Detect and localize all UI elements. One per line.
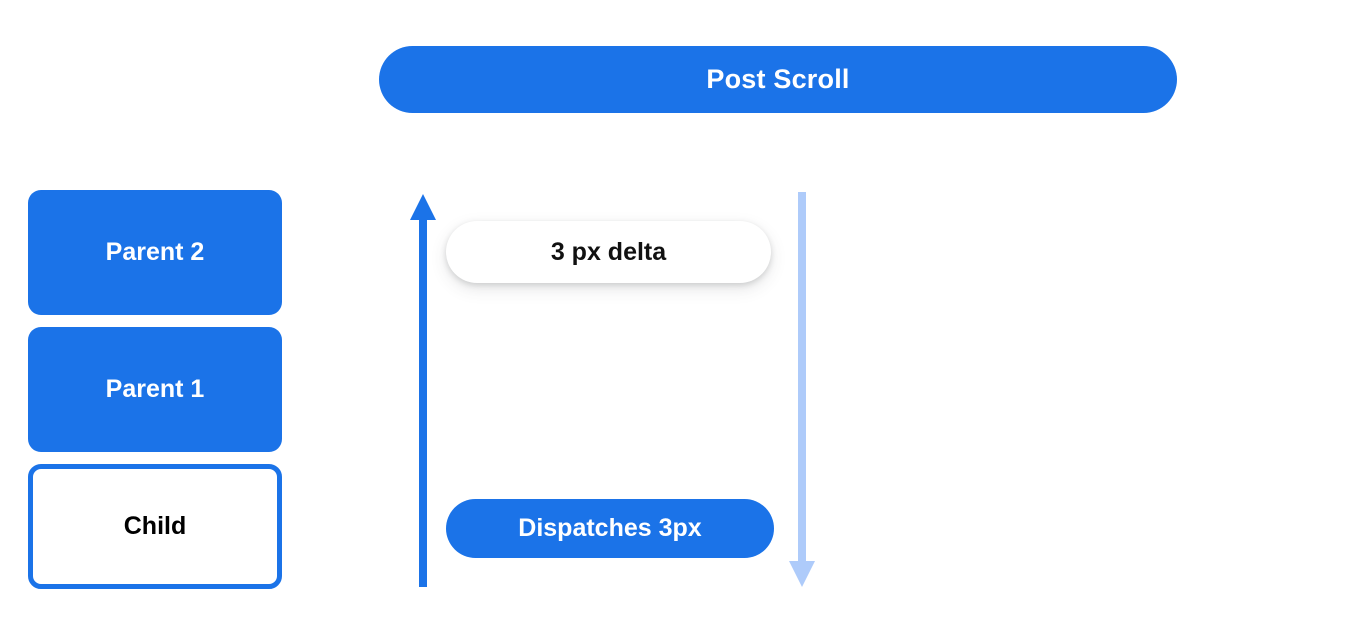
delta-annotation-pill: 3 px delta	[446, 221, 771, 283]
delta-annotation-label: 3 px delta	[550, 237, 667, 266]
node-box-parent-1: Parent 1	[28, 327, 282, 452]
node-box-child: Child	[28, 464, 282, 589]
node-box-parent-2: Parent 2	[28, 190, 282, 315]
scroll-down-arrow-icon	[789, 192, 815, 587]
dispatch-annotation-label: Dispatches 3px	[518, 514, 702, 542]
post-scroll-header: Post Scroll	[379, 46, 1177, 113]
scroll-up-arrow-icon	[410, 194, 436, 587]
node-label-child: Child	[123, 512, 187, 540]
node-label-parent-1: Parent 1	[105, 375, 205, 403]
node-label-parent-2: Parent 2	[105, 238, 205, 266]
page-title: Post Scroll	[706, 64, 850, 94]
node-stack: Parent 2 Parent 1 Child	[28, 190, 282, 589]
dispatch-annotation-pill: Dispatches 3px	[446, 499, 774, 558]
